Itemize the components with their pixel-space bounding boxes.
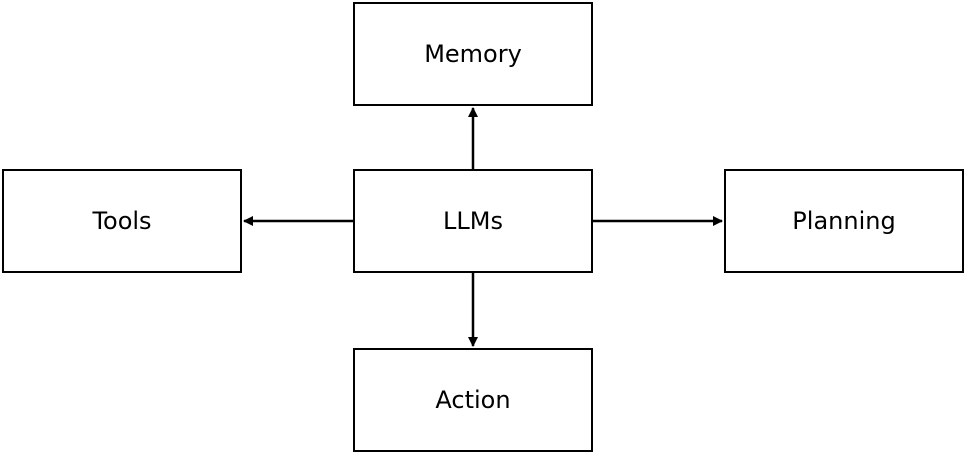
planning-label: Planning bbox=[792, 207, 896, 235]
memory-box: Memory bbox=[353, 2, 593, 106]
action-label: Action bbox=[435, 386, 511, 414]
planning-box: Planning bbox=[724, 169, 964, 273]
action-box: Action bbox=[353, 348, 593, 452]
tools-label: Tools bbox=[92, 207, 152, 235]
tools-box: Tools bbox=[2, 169, 242, 273]
memory-label: Memory bbox=[424, 40, 522, 68]
llms-label: LLMs bbox=[443, 207, 503, 235]
llms-box: LLMs bbox=[353, 169, 593, 273]
